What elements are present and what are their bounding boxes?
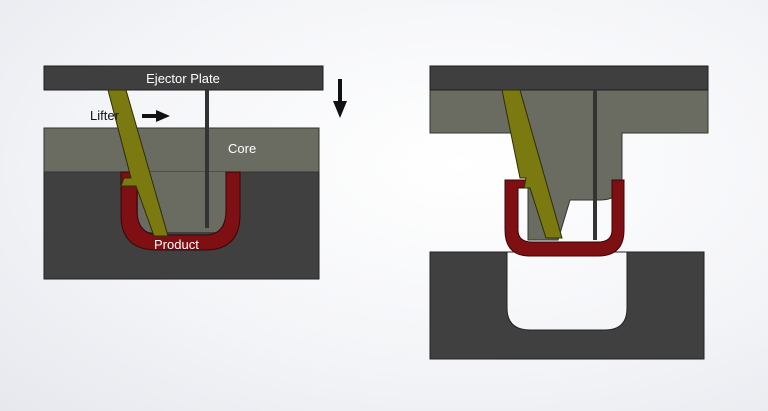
core-plate-open (429, 89, 709, 241)
ejector-pin (205, 90, 209, 228)
cavity-block-open (429, 251, 705, 360)
ejector-plate-label: Ejector Plate (146, 71, 220, 86)
right-arrow-icon (142, 110, 170, 122)
down-arrow-icon (333, 79, 347, 118)
lifter (107, 89, 169, 237)
ejector-pin-open (593, 90, 597, 240)
product-part-open (504, 179, 625, 257)
lifter-open (501, 89, 563, 239)
ejected-mold-view (429, 65, 709, 360)
lifter-label: Lifter (90, 108, 120, 123)
ejector-plate (43, 65, 324, 91)
product-label: Product (154, 237, 199, 252)
core-plate (43, 127, 320, 173)
closed-mold-view: Ejector Plate Lifter Core Product (43, 65, 347, 280)
ejector-plate-open (429, 65, 709, 91)
core-label: Core (228, 141, 256, 156)
